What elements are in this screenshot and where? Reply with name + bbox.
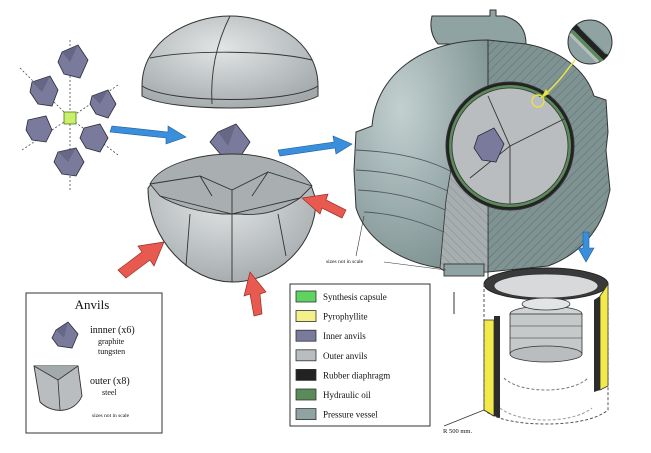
legend-swatch bbox=[295, 368, 317, 381]
legend-label: Pyrophyllite bbox=[323, 312, 368, 322]
inner-material-2: tungsten bbox=[98, 347, 125, 356]
inner-anvil-right-lower bbox=[79, 123, 109, 153]
legend-entry: Pyrophyllite bbox=[295, 310, 368, 323]
lower-outer-anvils bbox=[147, 153, 317, 283]
red-arrow-left bbox=[117, 241, 165, 279]
red-arrow-right bbox=[301, 193, 347, 219]
legend-entry: Hydraulic oil bbox=[295, 388, 371, 401]
legend-entry: Synthesis capsule bbox=[295, 290, 387, 303]
synthesis-capsule-cube bbox=[63, 111, 77, 125]
legend-label: Pressure vessel bbox=[323, 410, 378, 420]
anvils-scale-note: sizes not in scale bbox=[92, 413, 130, 419]
zoom-marker bbox=[531, 94, 545, 108]
outer-anvil-icon bbox=[33, 365, 83, 411]
dome-outer-anvils bbox=[141, 15, 319, 109]
legend-label: Outer anvils bbox=[323, 351, 368, 361]
legend-swatch bbox=[295, 329, 317, 342]
diagram-scale-note: sizes not in scale bbox=[326, 259, 364, 265]
blue-arrow-down bbox=[577, 231, 595, 263]
radius-label: R 500 mm. bbox=[443, 428, 472, 435]
blue-arrow-1 bbox=[109, 125, 187, 145]
legend-entry: Pressure vessel bbox=[295, 408, 378, 421]
outer-anvil-label: outer (x8) bbox=[90, 376, 130, 387]
legend-label: Inner anvils bbox=[323, 331, 366, 341]
exploded-inner-anvils bbox=[19, 40, 119, 190]
inner-anvil-label: innner (x6) bbox=[90, 325, 135, 336]
vessel-inner-anvil bbox=[473, 127, 505, 163]
red-arrows bbox=[117, 193, 347, 317]
red-arrow-bottom bbox=[243, 271, 267, 317]
legend-swatch bbox=[295, 310, 317, 323]
anvils-box: Anvils innner (x6) graphite tungsten out… bbox=[25, 292, 163, 434]
legend-label: Rubber diaphragm bbox=[323, 370, 390, 380]
legend-entry: Inner anvils bbox=[295, 329, 366, 342]
outer-material: steel bbox=[102, 388, 117, 397]
legend-swatch bbox=[295, 388, 317, 401]
legend-swatch bbox=[295, 290, 317, 303]
legend-swatch bbox=[295, 408, 317, 421]
legend-entry: Outer anvils bbox=[295, 349, 368, 362]
anvils-title: Anvils bbox=[75, 297, 110, 312]
zoom-detail bbox=[540, 19, 613, 99]
blue-arrow-2 bbox=[277, 135, 353, 157]
inner-anvil-left-lower bbox=[25, 115, 53, 143]
cutaway-cylinder bbox=[443, 267, 609, 427]
legend-label: Hydraulic oil bbox=[323, 390, 371, 400]
legend-swatch bbox=[295, 349, 317, 362]
pressure-vessel bbox=[353, 9, 611, 282]
legend-label: Synthesis capsule bbox=[323, 292, 387, 302]
legend-entry: Rubber diaphragm bbox=[295, 368, 390, 381]
inner-material-1: graphite bbox=[98, 337, 125, 346]
